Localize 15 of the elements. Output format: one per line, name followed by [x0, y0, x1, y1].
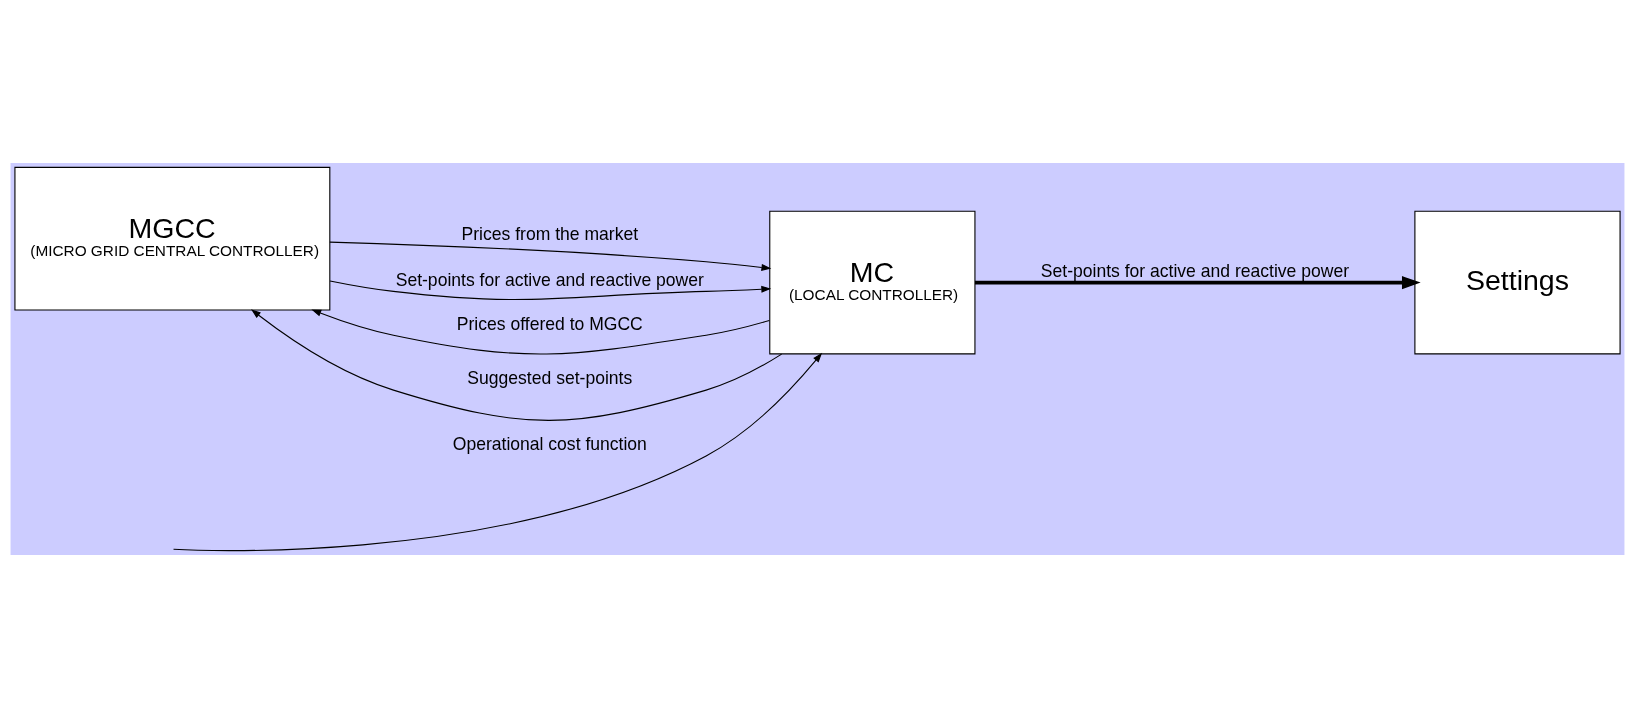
- edge-label: Suggested set-points: [466, 368, 632, 389]
- arrow: [328, 241, 771, 271]
- arrow: [974, 276, 1421, 290]
- edge-label: Prices from the market: [461, 223, 638, 244]
- edge-label: Prices offered to MGCC: [456, 313, 643, 334]
- arrow: [329, 280, 771, 300]
- edge-label: Set-points for active and reactive power: [395, 269, 704, 290]
- node-box: Settings: [1413, 210, 1621, 355]
- edge-label: Set-points for active and reactive power: [1040, 260, 1349, 281]
- node-box: MGCC (MICRO GRID CENTRAL CONTROLLER): [13, 166, 330, 311]
- arrow: [250, 309, 782, 421]
- arrow: [310, 309, 770, 355]
- arrow: [172, 352, 822, 552]
- node-box: MC (LOCAL CONTROLLER): [768, 210, 975, 355]
- edge-label: Operational cost function: [452, 434, 647, 455]
